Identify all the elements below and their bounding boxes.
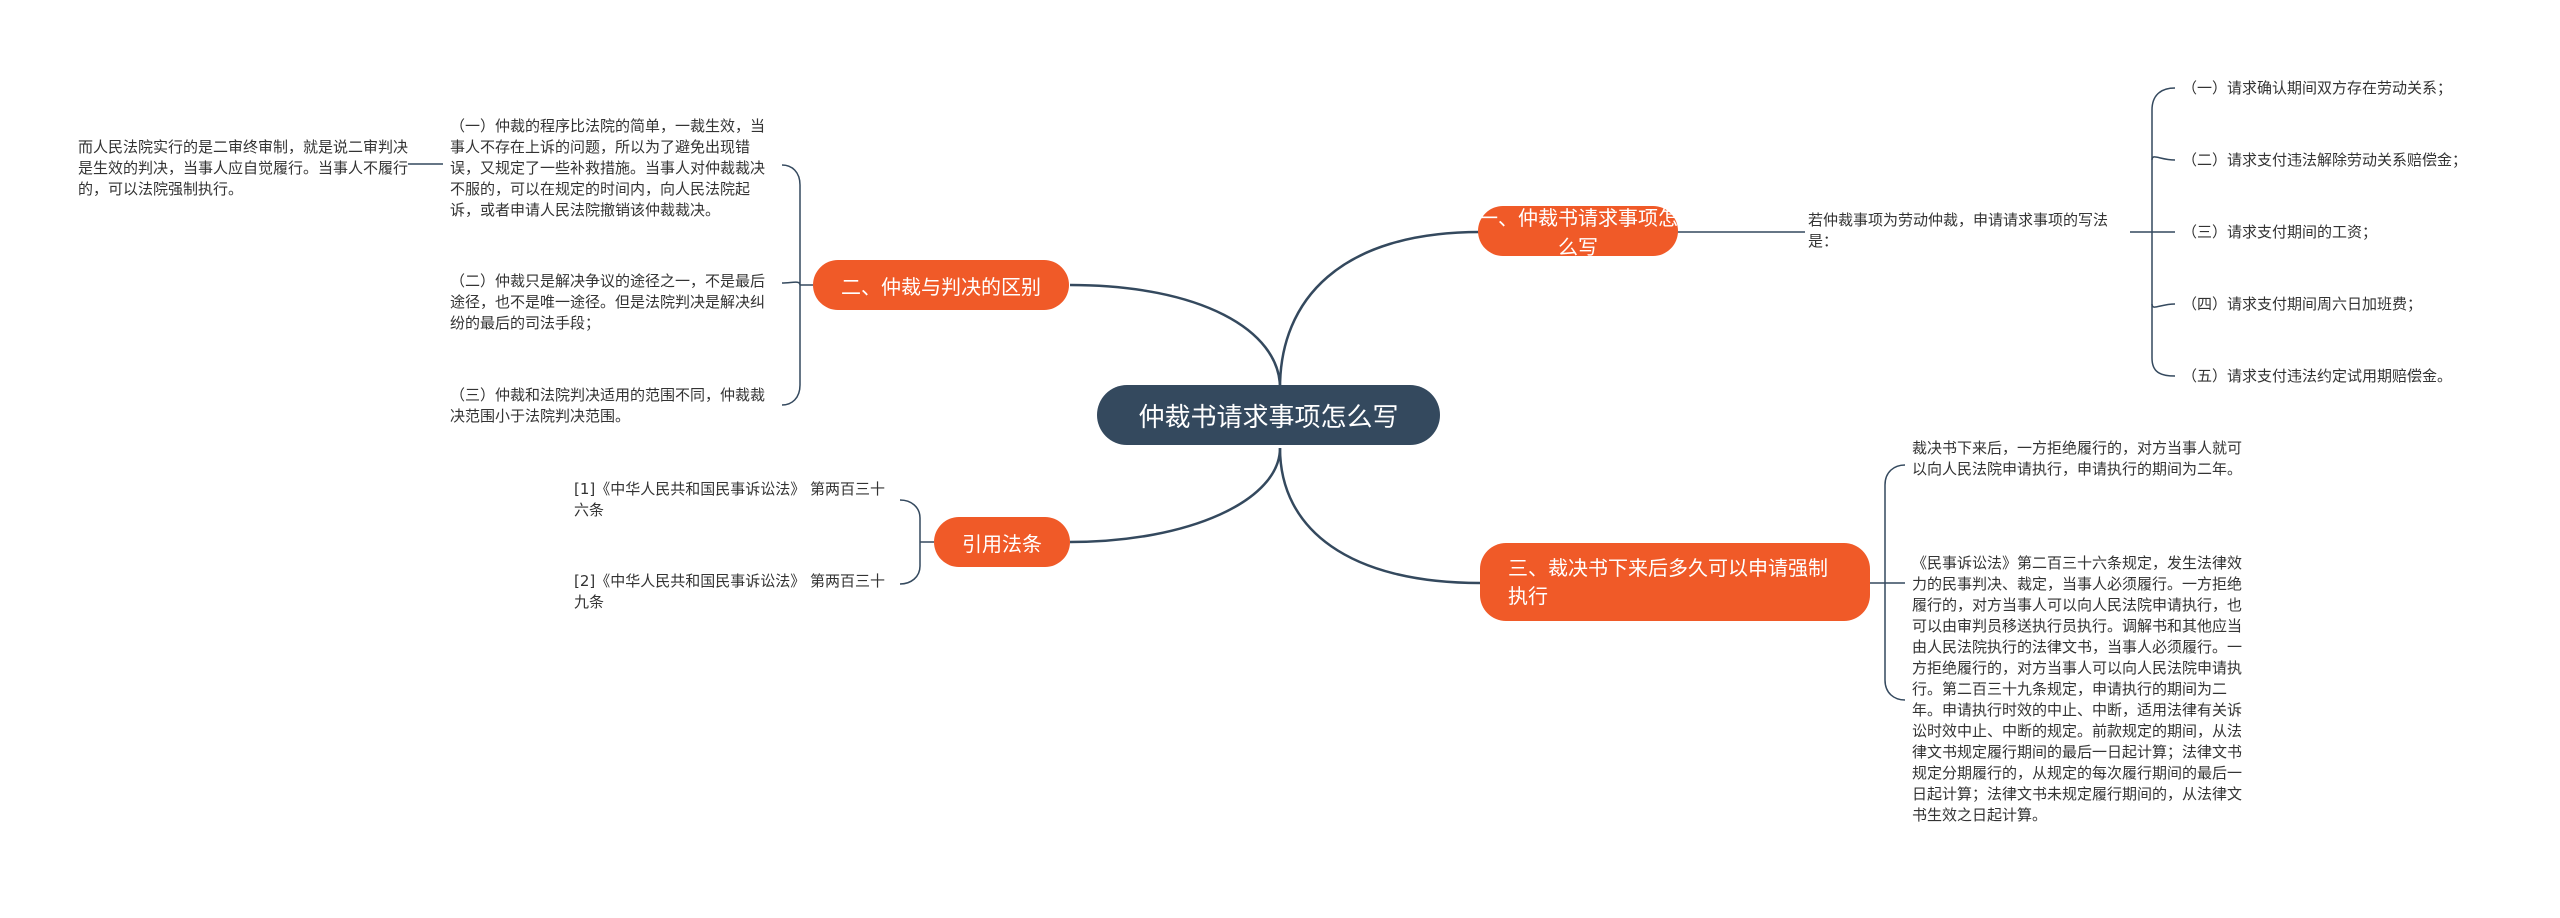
branch1-item-4: （四）请求支付期间周六日加班费； <box>2182 295 2423 313</box>
connector-root-branch4 <box>1069 447 1282 544</box>
branch2-sub-note: 而人民法院实行的是二审终审制，就是说二审判决是生效的判决，当事人应自觉履行。当事… <box>78 138 409 198</box>
branch2-item-1: （一）仲裁的程序比法院的简单，一裁生效，当事人不存在上诉的问题，所以为了避免出现… <box>450 117 766 219</box>
connector-root-branch3 <box>1278 447 1481 585</box>
root-node[interactable]: 仲裁书请求事项怎么写 <box>1097 385 1440 445</box>
bracket-branch1-items <box>2151 87 2176 377</box>
branch3-item-1: 裁决书下来后，一方拒绝履行的，对方当事人就可以向人民法院申请执行，申请执行的期间… <box>1912 439 2243 478</box>
branch-request-items[interactable]: 一、仲裁书请求事项怎么写 <box>1478 206 1678 259</box>
branch2-item-3: （三）仲裁和法院判决适用的范围不同，仲裁裁决范围小于法院判决范围。 <box>450 386 766 425</box>
branch1-item-5: （五）请求支付违法约定试用期赔偿金。 <box>2182 367 2453 385</box>
branch-arbitration-vs-judgment[interactable]: 二、仲裁与判决的区别 <box>813 260 1069 310</box>
branch-cited-laws[interactable]: 引用法条 <box>934 517 1070 567</box>
branch1-item-3: （三）请求支付期间的工资； <box>2182 223 2378 241</box>
branch-label: 引用法条 <box>962 531 1042 556</box>
branch3-item-2: 《民事诉讼法》第二百三十六条规定，发生法律效力的民事判决、裁定，当事人必须履行。… <box>1912 554 2243 824</box>
branch4-item-1: [1]《中华人民共和国民事诉讼法》 第两百三十六条 <box>574 480 886 519</box>
bracket-branch4-items <box>899 499 921 585</box>
branch1-item-1: （一）请求确认期间双方存在劳动关系； <box>2182 79 2453 97</box>
branch-enforcement-period[interactable]: 三、裁决书下来后多久可以申请强制执行 <box>1480 543 1870 621</box>
branch2-item-2: （二）仲裁只是解决争议的途径之一，不是最后途径，也不是唯一途径。但是法院判决是解… <box>450 272 766 332</box>
branch-label: 三、裁决书下来后多久可以申请强制执行 <box>1508 556 1828 608</box>
connector-root-branch2 <box>1069 283 1282 389</box>
branch-label: 一、仲裁书请求事项怎么写 <box>1478 206 1678 259</box>
branch-label: 二、仲裁与判决的区别 <box>841 274 1041 299</box>
branch1-item-2: （二）请求支付违法解除劳动关系赔偿金； <box>2182 151 2468 169</box>
root-label: 仲裁书请求事项怎么写 <box>1138 402 1399 433</box>
bracket-branch2-items <box>781 164 801 406</box>
connector-root-branch1 <box>1278 230 1481 389</box>
branch4-item-2: [2]《中华人民共和国民事诉讼法》 第两百三十九条 <box>574 572 886 611</box>
branch1-intro: 若仲裁事项为劳动仲裁，申请请求事项的写法是： <box>1808 211 2109 250</box>
